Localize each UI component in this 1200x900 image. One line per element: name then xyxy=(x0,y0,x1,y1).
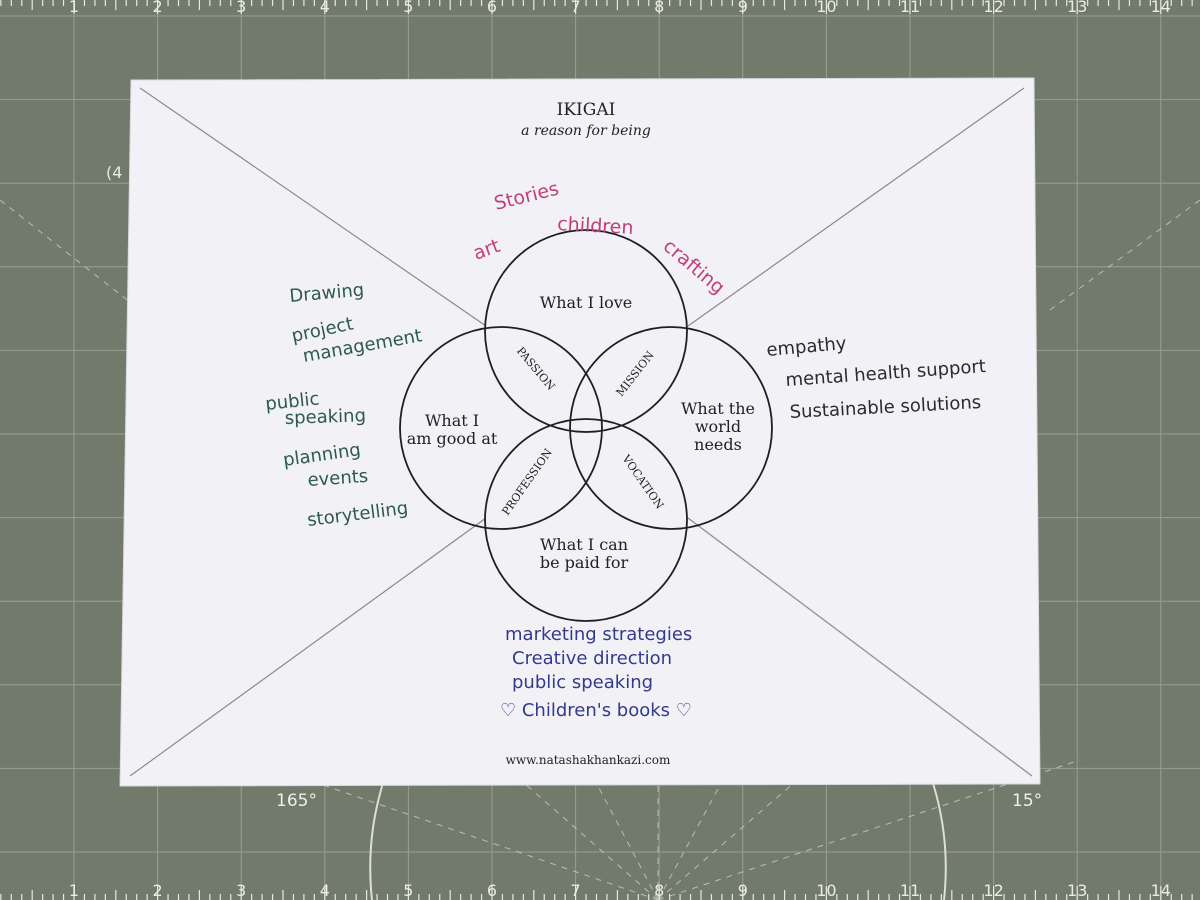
ruler-top-label-5: 5 xyxy=(403,0,413,16)
ruler-bottom-label-8: 8 xyxy=(654,881,664,900)
ruler-bottom-label-1: 1 xyxy=(69,881,79,900)
ruler-top-label-3: 3 xyxy=(236,0,246,16)
ruler-bottom-label-3: 3 xyxy=(236,881,246,900)
ruler-bottom-label-6: 6 xyxy=(487,881,497,900)
ruler-bottom-label-14: 14 xyxy=(1151,881,1171,900)
ruler-top-label-13: 13 xyxy=(1067,0,1087,16)
ruler-top-label-1: 1 xyxy=(69,0,79,16)
angle-label-15: 15° xyxy=(1012,791,1042,811)
ruler-top-label-12: 12 xyxy=(983,0,1003,16)
ruler-bottom-label-11: 11 xyxy=(900,881,920,900)
ruler-top-label-10: 10 xyxy=(816,0,836,16)
ruler-top-label-14: 14 xyxy=(1151,0,1171,16)
ruler-bottom-label-5: 5 xyxy=(403,881,413,900)
ruler-bottom-label-2: 2 xyxy=(153,881,163,900)
ruler-bottom-label-7: 7 xyxy=(571,881,581,900)
ruler-top-label-8: 8 xyxy=(654,0,664,16)
ruler-bottom-label-10: 10 xyxy=(816,881,836,900)
ruler-bottom-label-4: 4 xyxy=(320,881,330,900)
ruler-top-label-6: 6 xyxy=(487,0,497,16)
ruler-bottom-label-13: 13 xyxy=(1067,881,1087,900)
angle-label-165: 165° xyxy=(276,791,317,811)
ruler-top-label-11: 11 xyxy=(900,0,920,16)
ruler-top-label-4: 4 xyxy=(320,0,330,16)
side-ruler-fragment: (4 xyxy=(106,163,122,182)
ruler-top-label-9: 9 xyxy=(738,0,748,16)
ruler-bottom-label-12: 12 xyxy=(983,881,1003,900)
ruler-bottom-label-9: 9 xyxy=(738,881,748,900)
ruler-top-label-7: 7 xyxy=(571,0,581,16)
ruler-top-label-2: 2 xyxy=(153,0,163,16)
